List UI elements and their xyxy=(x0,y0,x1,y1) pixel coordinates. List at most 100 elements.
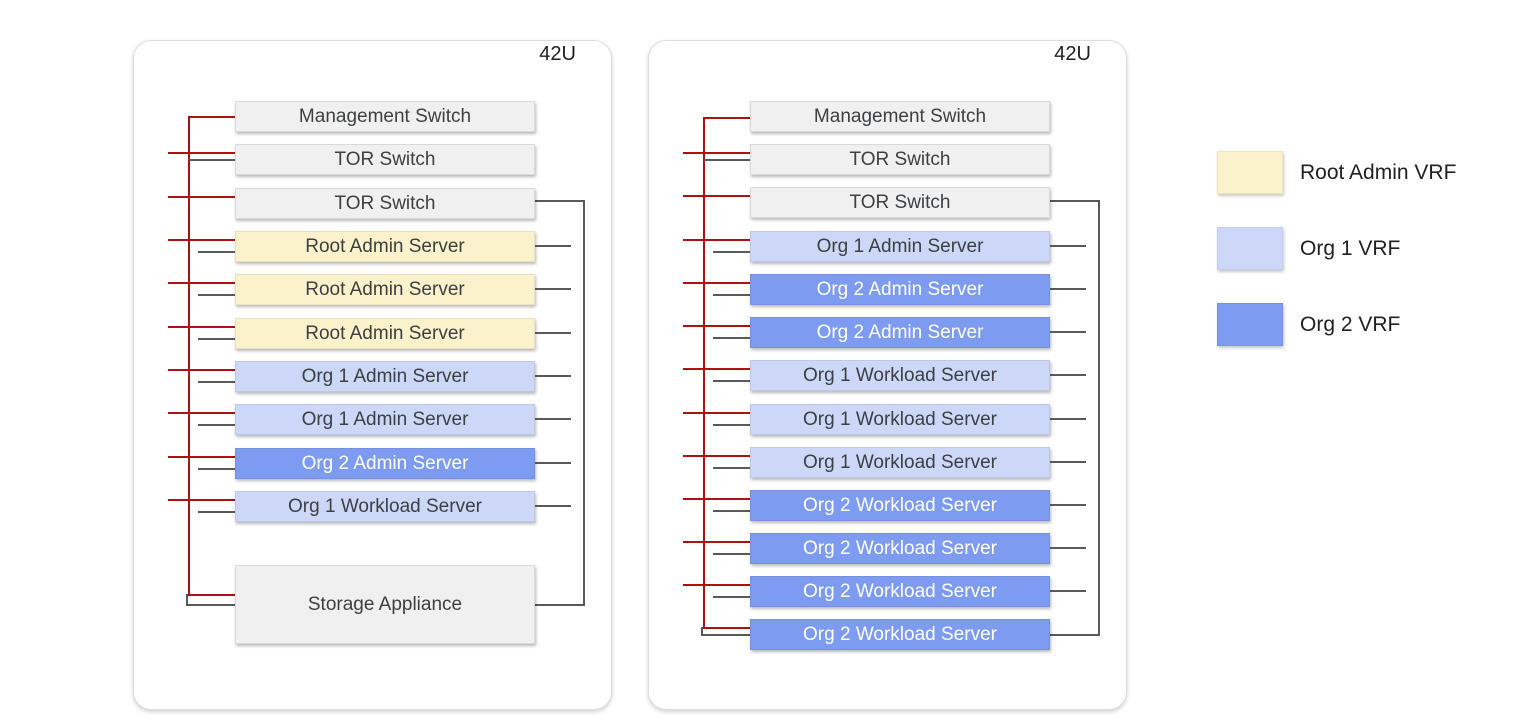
device-label: Org 1 Admin Server xyxy=(816,235,984,257)
rack-device-row: Storage Appliance xyxy=(134,565,611,644)
device-box: Org 1 Workload Server xyxy=(750,404,1086,435)
rack-device-row: Org 2 Workload Server xyxy=(649,490,1126,521)
device-label: Root Admin Server xyxy=(305,322,465,344)
rack-device-row: Org 1 Workload Server xyxy=(649,404,1126,435)
rack-device-row: Org 2 Workload Server xyxy=(649,533,1126,564)
device-box: Org 2 Workload Server xyxy=(750,533,1086,564)
device-label: TOR Switch xyxy=(849,191,951,213)
device-label: Org 2 Admin Server xyxy=(816,321,984,343)
device-box: Root Admin Server xyxy=(235,231,571,262)
device-box: Management Switch xyxy=(750,101,1050,132)
legend-item: Org 2 VRF xyxy=(1217,303,1400,346)
data-network-link xyxy=(701,634,750,636)
device-label: TOR Switch xyxy=(849,148,951,170)
rack-device-row: Org 2 Workload Server xyxy=(649,619,1126,650)
device-box: TOR Switch xyxy=(235,188,535,219)
device-box: TOR Switch xyxy=(750,144,1050,175)
mgmt-network-link xyxy=(703,627,750,629)
device-box: Org 1 Workload Server xyxy=(235,491,571,522)
mgmt-network-bus-line xyxy=(188,116,190,596)
mgmt-network-link xyxy=(188,594,235,596)
data-network-bus-line xyxy=(583,200,585,606)
rack-container: 42U Management Switch TOR Switch TOR Swi… xyxy=(648,40,1127,710)
device-label: Org 2 Workload Server xyxy=(803,623,997,645)
device-box: Org 2 Admin Server xyxy=(750,317,1086,348)
device-box: Org 2 Workload Server xyxy=(750,576,1086,607)
mgmt-network-bus-line xyxy=(703,117,705,629)
legend-swatch-org2-vrf xyxy=(1217,303,1283,346)
legend-swatch-root-admin-vrf xyxy=(1217,151,1283,194)
device-label: Org 2 Workload Server xyxy=(803,537,997,559)
device-label: Org 1 Admin Server xyxy=(301,365,469,387)
device-box: Org 2 Admin Server xyxy=(235,448,571,479)
device-label: Org 1 Workload Server xyxy=(803,451,997,473)
data-network-link xyxy=(535,604,583,606)
device-label: TOR Switch xyxy=(334,148,436,170)
legend-swatch-org1-vrf xyxy=(1217,227,1283,270)
data-network-link xyxy=(186,594,188,606)
device-box: Management Switch xyxy=(235,101,535,132)
data-network-bus-line xyxy=(1098,200,1100,636)
legend-label: Org 1 VRF xyxy=(1300,236,1401,260)
device-label: Root Admin Server xyxy=(305,235,465,257)
device-box: Org 1 Workload Server xyxy=(750,447,1086,478)
device-label: Org 2 Admin Server xyxy=(816,278,984,300)
device-label: Org 1 Workload Server xyxy=(803,364,997,386)
device-box: Storage Appliance xyxy=(235,565,535,644)
device-label: TOR Switch xyxy=(334,192,436,214)
device-box: Org 2 Workload Server xyxy=(750,619,1050,650)
rack-device-row: Org 2 Admin Server xyxy=(649,274,1126,305)
device-box: TOR Switch xyxy=(750,187,1050,218)
device-box: TOR Switch xyxy=(235,144,535,175)
rack-container: 42U Management Switch TOR Switch TOR Swi… xyxy=(133,40,612,710)
device-box: Root Admin Server xyxy=(235,274,571,305)
device-box: Org 1 Admin Server xyxy=(750,231,1086,262)
legend-item: Org 1 VRF xyxy=(1217,227,1400,270)
device-label: Org 2 Workload Server xyxy=(803,494,997,516)
rack-device-row: Org 1 Admin Server xyxy=(649,231,1126,262)
rack-device-row: Org 2 Admin Server xyxy=(134,448,611,479)
device-box: Root Admin Server xyxy=(235,318,571,349)
rack-device-row: TOR Switch xyxy=(649,187,1126,218)
mgmt-network-link xyxy=(703,117,750,119)
device-box: Org 1 Workload Server xyxy=(750,360,1086,391)
device-label: Org 1 Workload Server xyxy=(288,495,482,517)
rack-device-row: Root Admin Server xyxy=(134,231,611,262)
device-label: Org 1 Workload Server xyxy=(803,408,997,430)
data-network-link xyxy=(1050,634,1098,636)
rack-device-row: TOR Switch xyxy=(134,188,611,219)
device-label: Management Switch xyxy=(813,105,987,127)
device-label: Org 2 Admin Server xyxy=(301,452,469,474)
rack-device-row: Root Admin Server xyxy=(134,274,611,305)
device-label: Storage Appliance xyxy=(307,593,463,615)
rack-unit-label: 42U xyxy=(1054,43,1091,65)
rack-device-row: TOR Switch xyxy=(649,144,1126,175)
data-network-link xyxy=(186,604,235,606)
rack-device-row: Org 1 Workload Server xyxy=(134,491,611,522)
rack-device-row: Org 1 Workload Server xyxy=(649,447,1126,478)
rack-device-row: Org 1 Admin Server xyxy=(134,361,611,392)
legend-item: Root Admin VRF xyxy=(1217,151,1456,194)
data-network-link xyxy=(1050,200,1098,202)
device-box: Org 1 Admin Server xyxy=(235,361,571,392)
rack-device-row: Org 1 Admin Server xyxy=(134,404,611,435)
device-label: Org 1 Admin Server xyxy=(301,408,469,430)
device-box: Org 2 Admin Server xyxy=(750,274,1086,305)
device-label: Org 2 Workload Server xyxy=(803,580,997,602)
data-network-link xyxy=(701,627,703,636)
device-box: Org 2 Workload Server xyxy=(750,490,1086,521)
legend-label: Root Admin VRF xyxy=(1300,160,1457,184)
rack-device-row: TOR Switch xyxy=(134,144,611,175)
data-network-link xyxy=(535,200,583,202)
rack-device-row: Org 2 Workload Server xyxy=(649,576,1126,607)
mgmt-network-link xyxy=(188,116,235,118)
device-label: Management Switch xyxy=(298,105,472,127)
rack-device-row: Root Admin Server xyxy=(134,318,611,349)
legend-label: Org 2 VRF xyxy=(1300,312,1401,336)
device-label: Root Admin Server xyxy=(305,278,465,300)
rack-device-row: Management Switch xyxy=(134,101,611,132)
rack-device-row: Org 2 Admin Server xyxy=(649,317,1126,348)
rack-unit-label: 42U xyxy=(539,43,576,65)
rack-device-row: Org 1 Workload Server xyxy=(649,360,1126,391)
